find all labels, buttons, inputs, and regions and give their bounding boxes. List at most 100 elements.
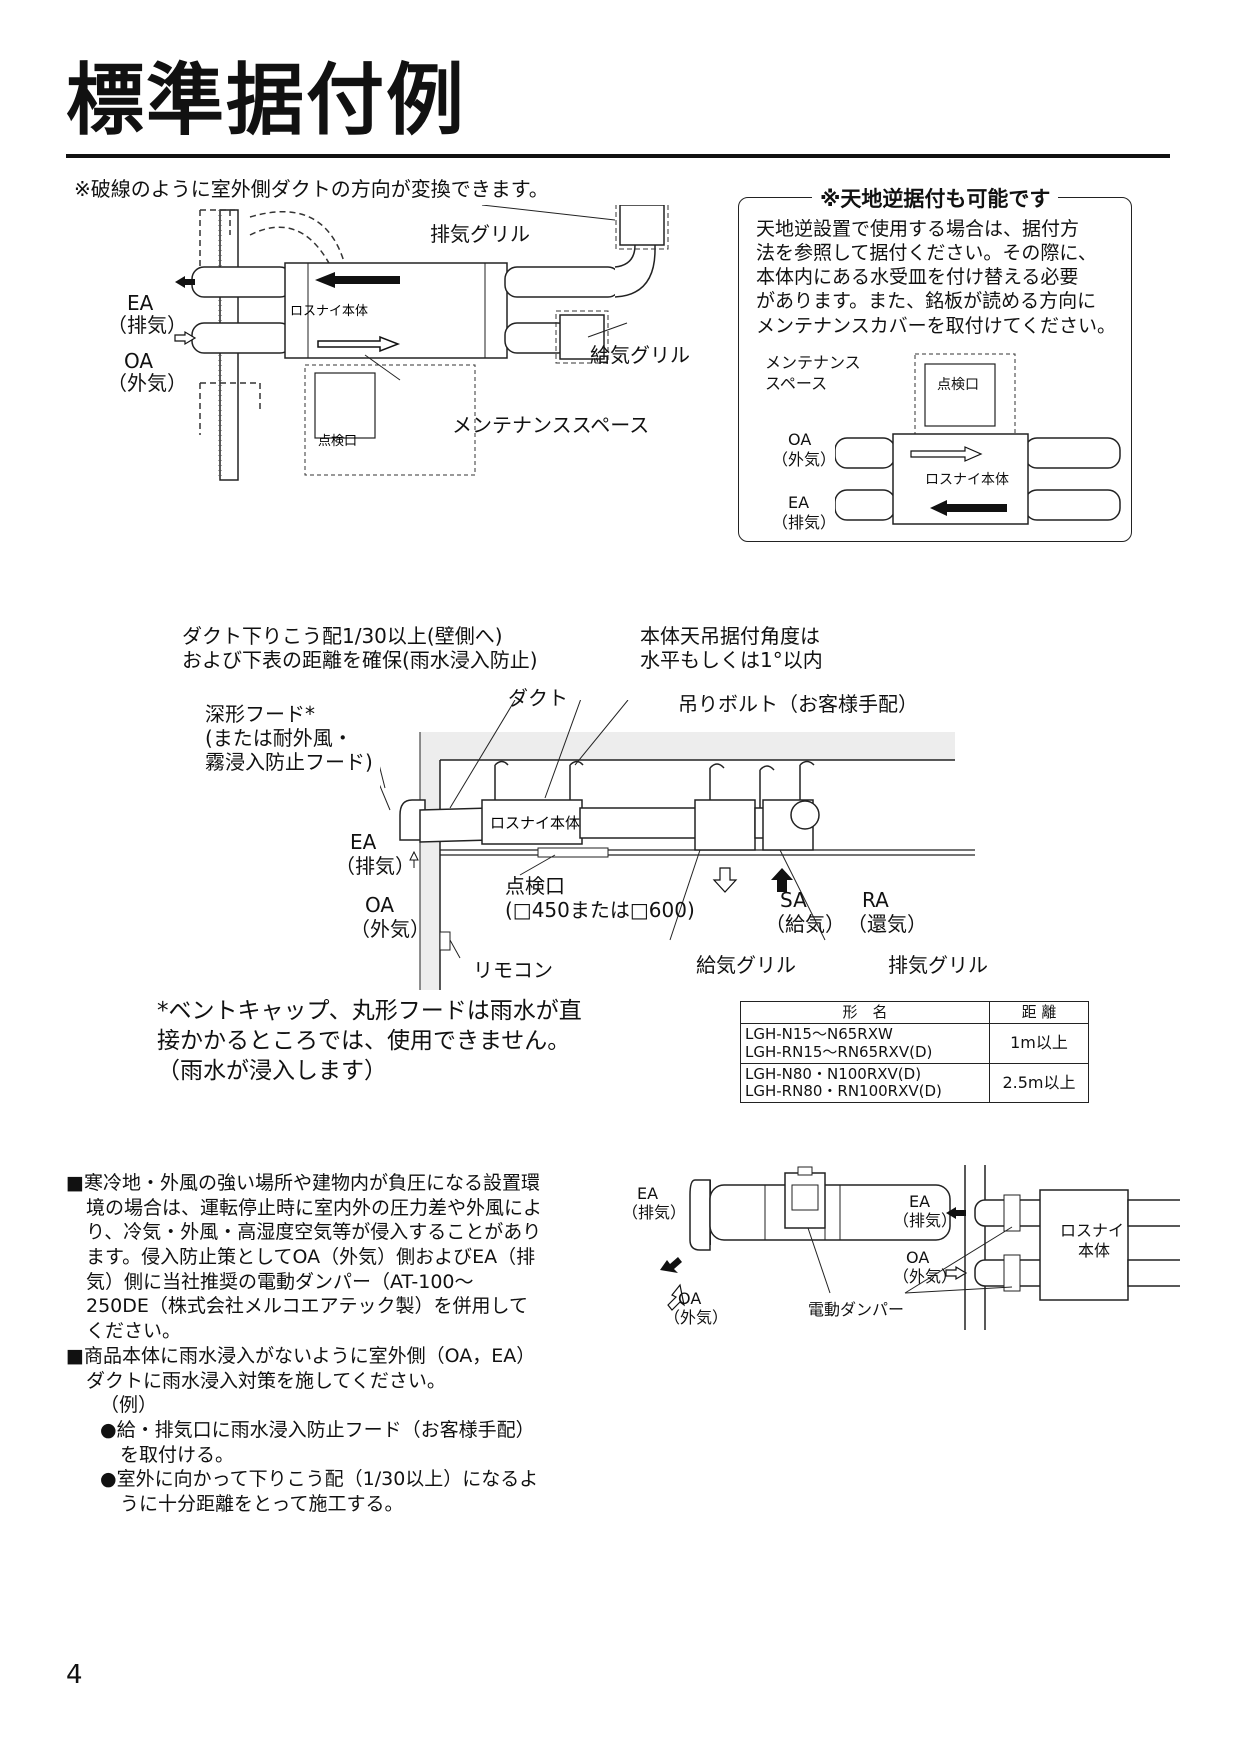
ea-label: EA (127, 291, 154, 315)
note-bullet: ●室外に向かって下りこう配（1/30以上）になるよ (100, 1468, 539, 1491)
d3-oa-label: OA (678, 1289, 702, 1308)
supply-arrow-icon (317, 335, 401, 353)
d3-ea-sub-right: （排気） (893, 1211, 958, 1230)
d2-inspection-2: (□450または□600) (505, 898, 695, 922)
body-line: 天地逆設置で使用する場合は、据付方 (756, 218, 1080, 240)
sa-sub: （給気） (765, 912, 845, 936)
supply-grille (559, 314, 605, 360)
diagram1-standard-install: ロスナイ本体 点検口 (174, 205, 669, 481)
title-rule (66, 154, 1170, 158)
oa-label: OA (124, 349, 154, 373)
footnote-line: *ベントキャップ、丸形フードは雨水が直 (157, 998, 582, 1024)
note-line: ■寒冷地・外風の強い場所や建物内が負圧になる設置環 (66, 1172, 540, 1194)
inspection-label: 点検口 (318, 434, 357, 449)
note-line: り、冷気・外風・高湿度空気等が侵入することがあり (86, 1221, 542, 1244)
exhaust-arrow-icon (315, 272, 400, 288)
footnote: *ベントキャップ、丸形フードは雨水が直 接かかるところでは、使用できません。 （… (157, 997, 582, 1087)
model-line: LGH-RN15〜RN65RXV(D) (745, 1042, 933, 1061)
remote-label: リモコン (473, 958, 553, 982)
d3-ea-sub: （排気） (622, 1203, 687, 1222)
maintenance-space-label: メンテナンススペース (452, 413, 650, 437)
note-bullet: を取付ける。 (120, 1443, 235, 1466)
body-line: があります。また、銘板が読める方向に (756, 290, 1097, 313)
diagram3-damper (660, 1165, 1180, 1330)
oa-arrow-icon (174, 330, 197, 346)
distance-table: 形 名 距 離 LGH-N15〜N65RXW LGH-RN15〜RN65RXV(… (740, 1000, 1089, 1104)
table-cell-distance: 2.5m以上 (989, 1062, 1089, 1104)
d2-ea-label: EA (350, 830, 377, 854)
inverted-box-body: 天地逆設置で使用する場合は、据付方 法を参照して据付ください。その際に、 本体内… (756, 217, 1116, 338)
inspection-opening (537, 847, 609, 858)
unit-body (1039, 1189, 1129, 1301)
model-line: LGH-N15〜N65RXW (745, 1025, 893, 1044)
note-line: ■商品本体に雨水浸入がないように室外側（OA，EA） (66, 1344, 536, 1367)
ra-sub: （還気） (847, 912, 927, 936)
hood-label-2: (または耐外風・ (205, 726, 353, 750)
d2-inspection-1: 点検口 (505, 874, 565, 898)
d3-ea-label-right: EA (909, 1192, 931, 1211)
duct-label: ダクト (508, 686, 568, 710)
d2-oa-label: OA (365, 893, 395, 917)
exhaust-grille (619, 205, 665, 246)
maintenance-label-1: メンテナンス (765, 353, 861, 372)
note-line: ます。侵入防止策としてOA（外気）側およびEA（排 (86, 1246, 536, 1269)
slope-note-2: および下表の距離を確保(雨水浸入防止) (182, 648, 538, 672)
hood (689, 1179, 711, 1251)
supply-grille-box (694, 799, 756, 851)
note-example: （例） (100, 1394, 158, 1417)
supply-arrow-icon (910, 446, 983, 462)
oa-sub-label: （外気） (107, 371, 187, 395)
inverted-box-title: ※天地逆据付も可能です (812, 183, 1059, 213)
inspection-hatch (924, 363, 996, 427)
model-line: LGH-RN80・RN100RXV(D) (745, 1082, 942, 1100)
table-header-model: 形 名 (740, 1000, 990, 1025)
model-line: LGH-N80・N100RXV(D) (745, 1064, 922, 1083)
bolt-label: 吊りボルト（お客様手配） (678, 692, 918, 716)
note-bullet: ●給・排気口に雨水浸入防止フード（お客様手配） (100, 1418, 535, 1441)
inverted-unit-label: ロスナイ本体 (925, 472, 1009, 488)
note-line: 境の場合は、運転停止時に室内外の圧力差や外風によ (86, 1196, 543, 1219)
ra-label: RA (862, 888, 889, 912)
inverted-inspection-label: 点検口 (937, 377, 979, 393)
note-line: ダクトに雨水浸入対策を施してください。 (86, 1369, 446, 1392)
table-cell-models: LGH-N80・N100RXV(D) LGH-RN80・RN100RXV(D) (740, 1062, 990, 1104)
ea-arrow-icon (175, 276, 195, 288)
d2-supply-grille-label: 給気グリル (696, 953, 796, 977)
d3-oa-sub: （外気） (664, 1308, 729, 1327)
body-line: 法を参照して据付ください。その際に、 (756, 242, 1097, 265)
unit-label: ロスナイ本体 (490, 814, 580, 832)
note-line: ください。 (86, 1320, 182, 1343)
angle-note-2: 水平もしくは1°以内 (640, 648, 823, 672)
hood-label-1: 深形フード* (205, 702, 315, 726)
oa-arrow-icon (667, 1283, 685, 1311)
maintenance-label-2: スペース (765, 374, 828, 393)
footnote-line: 接かかるところでは、使用できません。 (157, 1027, 571, 1054)
exhaust-arrow-icon (930, 500, 1007, 516)
slope-note-1: ダクト下りこう配1/30以上(壁側へ) (182, 624, 503, 648)
d3-oa-label-right: OA (906, 1248, 930, 1267)
inverted-ea-sub: （排気） (772, 513, 837, 532)
inspection-hatch (314, 372, 376, 439)
inverted-oa-sub: （外気） (772, 450, 837, 469)
ra-arrow-icon (771, 868, 793, 892)
angle-note-1: 本体天吊据付角度は (640, 624, 820, 648)
sa-label: SA (780, 888, 807, 912)
sa-arrow-icon (712, 867, 738, 893)
exhaust-grille-label: 排気グリル (430, 222, 530, 246)
notes: ■寒冷地・外風の強い場所や建物内が負圧になる設置環 境の場合は、運転停止時に室内… (66, 1171, 596, 1517)
ea-arrow-icon-right (946, 1207, 966, 1219)
damper-label: 電動ダンパー (808, 1300, 905, 1319)
table-cell-distance: 1m以上 (989, 1023, 1089, 1064)
d2-exhaust-grille-label: 排気グリル (888, 953, 988, 977)
d3-unit-label-1: ロスナイ (1060, 1221, 1125, 1240)
inverted-oa-label: OA (788, 430, 812, 449)
unit-label: ロスナイ本体 (290, 304, 368, 319)
inverted-diagram (835, 353, 1121, 525)
inverted-ea-label: EA (788, 493, 810, 512)
footnote-line: （雨水が浸入します） (157, 1057, 387, 1084)
page-number: 4 (66, 1660, 83, 1690)
remote-control-icon (439, 931, 451, 951)
d3-oa-sub-right: （外気） (893, 1267, 958, 1286)
d2-ea-sub: （排気） (335, 854, 415, 878)
table-header-row: 形 名 距 離 (740, 1000, 1089, 1025)
